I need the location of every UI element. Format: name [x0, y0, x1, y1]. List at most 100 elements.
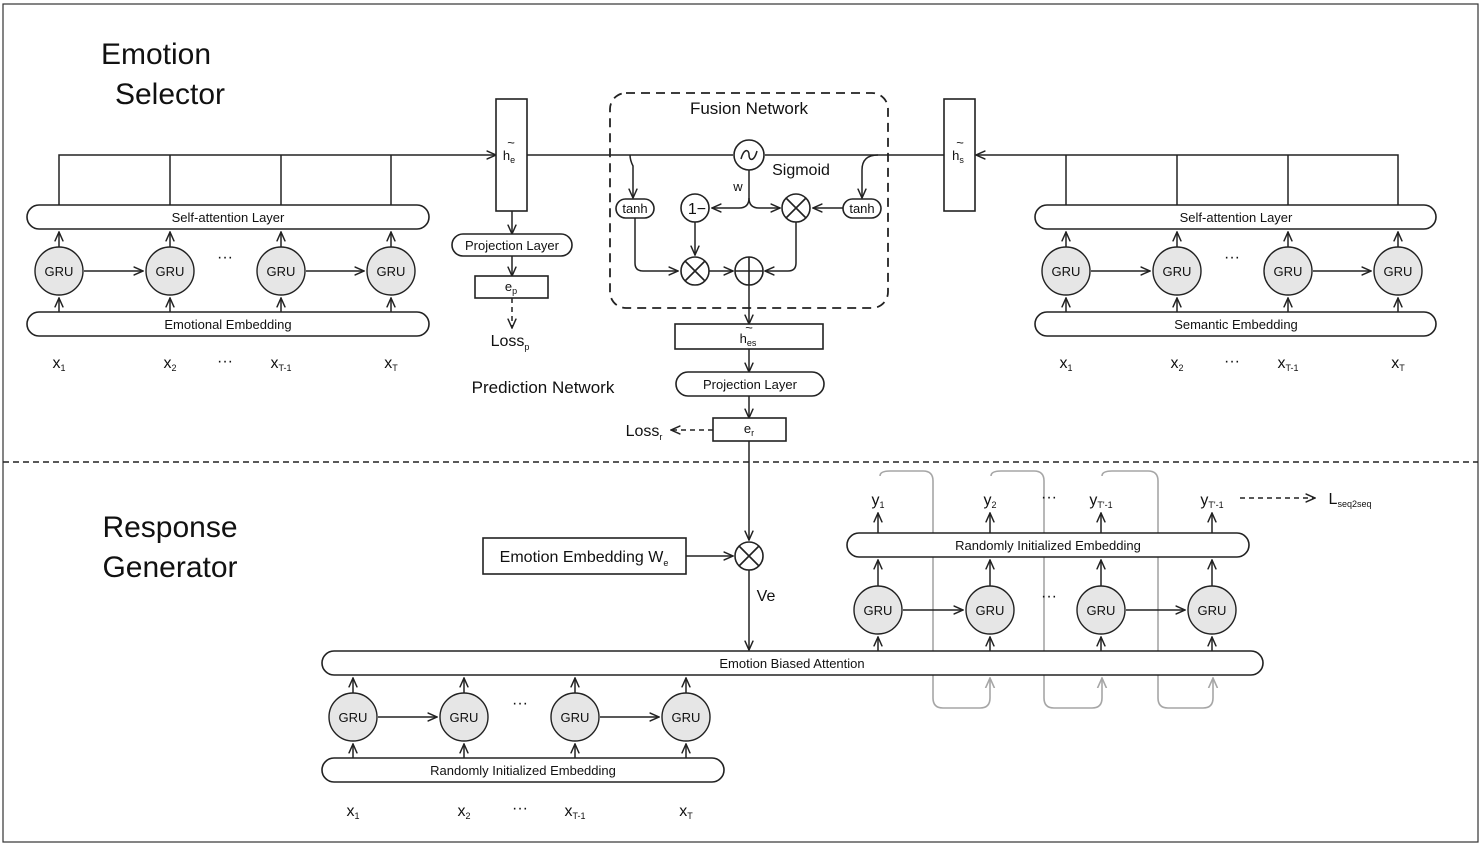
e-p-label: ep — [505, 279, 517, 296]
h-s-label: hs — [952, 148, 964, 165]
emotion-selector-title-line2: Selector — [115, 78, 225, 111]
right-gru-ellipsis: ··· — [1224, 249, 1240, 266]
output-yT-1: yT'-1 — [1089, 492, 1112, 510]
encoder-embedding-label: Randomly Initialized Embedding — [430, 763, 616, 778]
response-generator: Emotion Embedding We Ve y1 y2 ··· yT'-1 … — [321, 470, 1372, 821]
sigmoid-label: Sigmoid — [772, 162, 830, 179]
h-s-vector — [943, 98, 976, 212]
decoder-gru-cell-1: GRU — [853, 585, 903, 635]
h-e-vector — [495, 98, 528, 212]
encoder-gru-cell-1: GRU — [328, 692, 378, 742]
fusion-network-label: Fusion Network — [690, 99, 809, 118]
left-gru-ellipsis: ··· — [217, 249, 233, 266]
decoder-gru-ellipsis: ··· — [1041, 588, 1057, 605]
svg-text:GRU: GRU — [864, 603, 893, 618]
svg-text:GRU: GRU — [1384, 264, 1413, 279]
outer-frame — [2, 3, 1479, 843]
left-input-ellipsis: ··· — [217, 353, 233, 370]
left-self-attention-label: Self-attention Layer — [172, 210, 285, 225]
svg-text:GRU: GRU — [1198, 603, 1227, 618]
right-self-attention-layer — [1034, 204, 1437, 230]
response-generator-title-line1: Response — [102, 511, 237, 544]
w-label: w — [732, 179, 743, 194]
emotional-embedding-label: Emotional Embedding — [164, 317, 291, 332]
output-y1: y1 — [871, 492, 884, 510]
encoder-gru-cell-2: GRU — [439, 692, 489, 742]
left-gru-cell-3: GRU — [256, 246, 306, 296]
decoder-embedding-layer — [846, 532, 1250, 558]
fusion-output: ~ hes Projection Layer er Lossr — [626, 285, 825, 540]
right-input-ellipsis: ··· — [1224, 353, 1240, 370]
right-gru-cell-3: GRU — [1263, 246, 1313, 296]
fusion-projection-layer — [675, 371, 825, 397]
emotion-embedding-label: Emotion Embedding We — [500, 549, 669, 568]
loss-r-label: Lossr — [626, 423, 663, 442]
emotion-embedding-box — [482, 537, 687, 575]
left-input-xT-1: xT-1 — [270, 355, 291, 373]
e-r-label: er — [744, 421, 754, 438]
svg-text:GRU: GRU — [450, 710, 479, 725]
ve-label: Ve — [757, 588, 776, 605]
right-encoder: Self-attention Layer ··· GRU GRU GRU GRU… — [976, 155, 1437, 373]
h-es-label: hes — [740, 331, 757, 348]
prediction-network: ~ he Projection Layer ep Lossp Predictio… — [451, 98, 615, 397]
encoder-input-x2: x2 — [457, 803, 470, 821]
fusion-projection-label: Projection Layer — [703, 377, 798, 392]
svg-text:GRU: GRU — [1087, 603, 1116, 618]
left-self-attention-layer — [26, 204, 430, 230]
encoder-input-xT-1: xT-1 — [564, 803, 585, 821]
sigmoid-symbol — [740, 149, 758, 161]
right-gru-cell-2: GRU — [1152, 246, 1202, 296]
output-yT-last: yT'-1 — [1200, 492, 1223, 510]
right-gru-cell-4: GRU — [1373, 246, 1423, 296]
output-y2: y2 — [983, 492, 996, 510]
h-e-label: he — [503, 148, 515, 165]
decoder-gru-cell-2: GRU — [965, 585, 1015, 635]
left-input-x1: x1 — [52, 355, 65, 373]
left-input-x2: x2 — [163, 355, 176, 373]
svg-text:GRU: GRU — [1163, 264, 1192, 279]
emotion-biased-attention-label: Emotion Biased Attention — [719, 656, 864, 671]
h-es-tilde: ~ — [745, 320, 753, 335]
prediction-projection-label: Projection Layer — [465, 238, 560, 253]
encoder-input-ellipsis: ··· — [512, 800, 528, 817]
tanh-left-label: tanh — [622, 201, 647, 216]
decoder-embedding-label: Randomly Initialized Embedding — [955, 538, 1141, 553]
prediction-network-label: Prediction Network — [472, 378, 615, 397]
left-gru-cell-1: GRU — [34, 246, 84, 296]
emotional-embedding-layer — [26, 311, 430, 337]
loss-p-label: Lossp — [491, 333, 530, 352]
emotion-biased-attention-layer — [321, 650, 1264, 676]
semantic-embedding-label: Semantic Embedding — [1174, 317, 1298, 332]
right-input-x2: x2 — [1170, 355, 1183, 373]
h-es-vector — [674, 323, 824, 350]
decoder-gru-cell-3: GRU — [1076, 585, 1126, 635]
svg-text:GRU: GRU — [339, 710, 368, 725]
svg-text:GRU: GRU — [1274, 264, 1303, 279]
decoder-gru-cell-4: GRU — [1187, 585, 1237, 635]
svg-text:GRU: GRU — [156, 264, 185, 279]
encoder-embedding-layer — [321, 757, 725, 783]
semantic-embedding-layer — [1034, 311, 1437, 337]
left-input-xT: xT — [384, 355, 398, 373]
tanh-right-label: tanh — [849, 201, 874, 216]
svg-text:GRU: GRU — [1052, 264, 1081, 279]
right-input-xT-1: xT-1 — [1277, 355, 1298, 373]
svg-text:GRU: GRU — [672, 710, 701, 725]
one-minus-label: 1− — [688, 201, 706, 218]
h-e-tilde: ~ — [507, 135, 515, 150]
loss-seq2seq-label: Lseq2seq — [1329, 491, 1372, 509]
left-encoder: Self-attention Layer ··· GRU GRU GRU GRU… — [26, 155, 496, 373]
left-gru-cell-4: GRU — [366, 246, 416, 296]
emotion-selector-title-line1: Emotion — [101, 38, 211, 71]
fusion-network: Fusion Network Sigmoid w 1− tanh tanh — [527, 92, 976, 309]
encoder-gru-cell-3: GRU — [550, 692, 600, 742]
encoder-gru-cell-4: GRU — [661, 692, 711, 742]
right-self-attention-label: Self-attention Layer — [1180, 210, 1293, 225]
svg-text:GRU: GRU — [267, 264, 296, 279]
svg-text:GRU: GRU — [45, 264, 74, 279]
svg-text:GRU: GRU — [976, 603, 1005, 618]
right-gru-cell-1: GRU — [1041, 246, 1091, 296]
